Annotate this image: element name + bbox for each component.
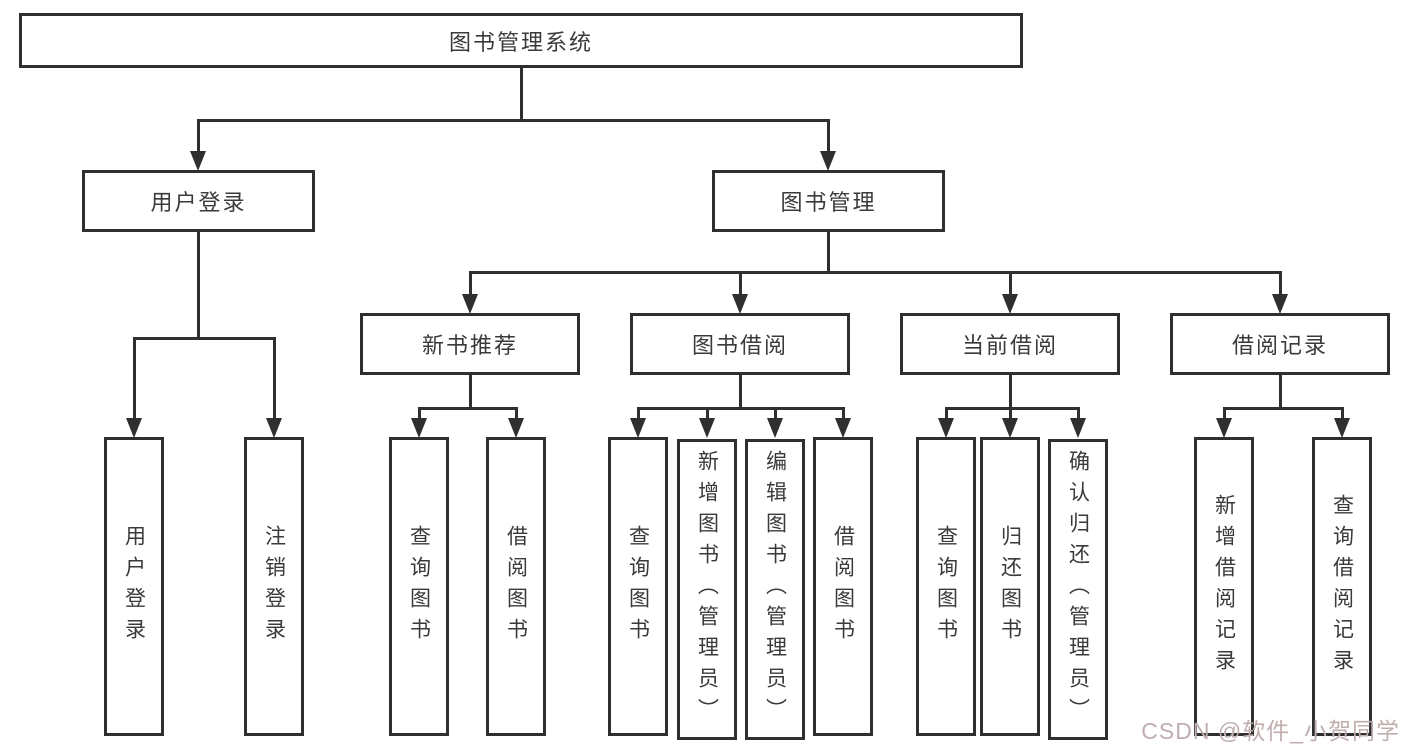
arrow-down-icon xyxy=(1002,294,1018,314)
leaf-query-books-borrowing: 查询图书 xyxy=(608,437,668,736)
connector-line xyxy=(417,408,421,420)
arrow-down-icon xyxy=(1334,418,1350,438)
connector-line xyxy=(132,336,276,340)
leaf-label: 编辑图书（管理员） xyxy=(763,450,787,729)
arrow-down-icon xyxy=(938,418,954,438)
connector-line xyxy=(1278,272,1282,296)
arrow-down-icon xyxy=(411,418,427,438)
leaf-label: 借阅图书 xyxy=(504,524,528,649)
arrow-down-icon xyxy=(630,418,646,438)
connector-line xyxy=(417,406,518,410)
leaf-query-books-current: 查询图书 xyxy=(916,437,976,736)
leaf-label: 用户登录 xyxy=(122,524,146,649)
leaf-add-book-admin: 新增图书（管理员） xyxy=(677,439,737,740)
connector-line xyxy=(944,408,948,420)
node-current-borrowing: 当前借阅 xyxy=(900,313,1120,375)
node-new-book-recommend: 新书推荐 xyxy=(360,313,580,375)
arrow-down-icon xyxy=(835,418,851,438)
connector-line xyxy=(1222,406,1344,410)
connector-line xyxy=(1340,408,1344,420)
leaf-query-borrow-record: 查询借阅记录 xyxy=(1312,437,1372,736)
connector-line xyxy=(738,272,742,296)
connector-line xyxy=(1278,375,1282,409)
connector-line xyxy=(1222,408,1226,420)
node-user-login: 用户登录 xyxy=(82,170,315,232)
connector-line xyxy=(705,408,709,420)
leaf-user-login: 用户登录 xyxy=(104,437,164,736)
leaf-label: 查询图书 xyxy=(407,524,431,649)
arrow-down-icon xyxy=(1272,294,1288,314)
leaf-label: 新增借阅记录 xyxy=(1212,493,1236,680)
leaf-label: 新增图书（管理员） xyxy=(695,450,719,729)
node-borrowing-records: 借阅记录 xyxy=(1170,313,1390,375)
arrow-down-icon xyxy=(1070,418,1086,438)
connector-line xyxy=(636,408,640,420)
connector-line xyxy=(272,338,276,420)
arrow-down-icon xyxy=(266,418,282,438)
leaf-label: 查询借阅记录 xyxy=(1330,493,1354,680)
arrow-down-icon xyxy=(508,418,524,438)
leaf-return-books: 归还图书 xyxy=(980,437,1040,736)
connector-line xyxy=(196,232,200,339)
connector-line xyxy=(1008,408,1012,420)
connector-line xyxy=(636,406,845,410)
connector-line xyxy=(826,120,830,152)
connector-line xyxy=(944,406,1080,410)
connector-line xyxy=(1008,375,1012,409)
connector-line xyxy=(738,375,742,409)
arrow-down-icon xyxy=(126,418,142,438)
connector-line xyxy=(773,408,777,420)
leaf-borrow-books-recommend: 借阅图书 xyxy=(486,437,546,736)
arrow-down-icon xyxy=(190,151,206,171)
arrow-down-icon xyxy=(820,151,836,171)
node-book-borrowing: 图书借阅 xyxy=(630,313,850,375)
arrow-down-icon xyxy=(767,418,783,438)
connector-line xyxy=(514,408,518,420)
leaf-borrow-books-borrowing: 借阅图书 xyxy=(813,437,873,736)
connector-line xyxy=(1076,408,1080,420)
connector-line xyxy=(196,118,830,122)
node-root: 图书管理系统 xyxy=(19,13,1023,68)
leaf-confirm-return-admin: 确认归还（管理员） xyxy=(1048,439,1108,740)
connector-line xyxy=(468,270,1282,274)
leaf-logout-login: 注销登录 xyxy=(244,437,304,736)
watermark: CSDN @软件_小贺同学 xyxy=(1141,718,1400,744)
arrow-down-icon xyxy=(1216,418,1232,438)
arrow-down-icon xyxy=(732,294,748,314)
leaf-label: 注销登录 xyxy=(262,524,286,649)
connector-line xyxy=(196,120,200,152)
leaf-label: 借阅图书 xyxy=(831,524,855,649)
node-book-management: 图书管理 xyxy=(712,170,945,232)
connector-line xyxy=(1008,272,1012,296)
leaf-label: 确认归还（管理员） xyxy=(1066,450,1090,729)
connector-line xyxy=(132,338,136,420)
leaf-label: 归还图书 xyxy=(998,524,1022,649)
connector-line xyxy=(826,232,830,273)
connector-line xyxy=(519,68,523,121)
leaf-edit-book-admin: 编辑图书（管理员） xyxy=(745,439,805,740)
connector-line xyxy=(841,408,845,420)
arrow-down-icon xyxy=(1002,418,1018,438)
leaf-add-borrow-record: 新增借阅记录 xyxy=(1194,437,1254,736)
leaf-label: 查询图书 xyxy=(626,524,650,649)
arrow-down-icon xyxy=(699,418,715,438)
leaf-query-books-recommend: 查询图书 xyxy=(389,437,449,736)
connector-line xyxy=(468,375,472,409)
connector-line xyxy=(468,272,472,296)
leaf-label: 查询图书 xyxy=(934,524,958,649)
arrow-down-icon xyxy=(462,294,478,314)
